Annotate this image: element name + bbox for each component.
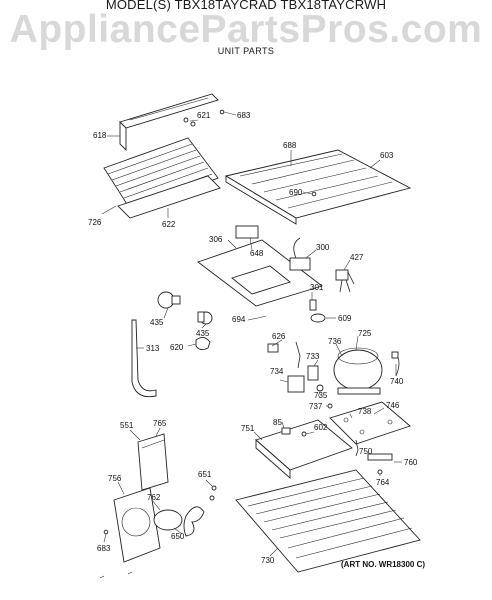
base-plate-746 (329, 401, 411, 445)
label-85: 85 (273, 418, 282, 427)
model-line: MODEL(S) TBX18TAYCRAD TBX18TAYCRWH (105, 0, 387, 12)
label-609: 609 (338, 314, 352, 323)
label-300: 300 (316, 243, 330, 252)
fittings-301 (247, 292, 336, 323)
label-435-right: 435 (196, 329, 210, 338)
label-688: 688 (283, 141, 297, 150)
label-735: 735 (314, 391, 328, 400)
label-750: 750 (359, 447, 373, 456)
art-number: (ART NO. WR18300 C) (341, 560, 425, 569)
label-726: 726 (88, 218, 102, 227)
label-683-top: 683 (237, 111, 251, 120)
label-603: 603 (380, 151, 394, 160)
section-title: UNIT PARTS (217, 46, 275, 56)
label-626: 626 (272, 332, 286, 341)
label-736: 736 (328, 337, 342, 346)
label-690: 690 (289, 188, 303, 197)
label-602: 602 (314, 423, 328, 432)
watermark-text: AppliancePartsPros.com (9, 8, 483, 51)
label-738: 738 (358, 407, 372, 416)
label-650: 650 (171, 532, 185, 541)
label-740: 740 (390, 377, 404, 386)
bulbs-435 (157, 291, 213, 351)
label-746: 746 (386, 401, 400, 410)
label-733: 733 (306, 352, 320, 361)
label-734: 734 (270, 367, 284, 376)
brackets-750 (355, 439, 402, 476)
label-551: 551 (120, 421, 134, 430)
drain-assembly-306 (197, 225, 355, 307)
fan-assembly-756 (99, 479, 217, 579)
label-313: 313 (146, 344, 160, 353)
tray-603 (224, 149, 412, 225)
label-725: 725 (358, 329, 372, 338)
label-306: 306 (209, 235, 223, 244)
label-683-bottom: 683 (97, 544, 111, 553)
label-730: 730 (261, 556, 275, 565)
label-648: 648 (250, 249, 264, 258)
label-435-left: 435 (150, 318, 164, 327)
label-301: 301 (310, 283, 324, 292)
label-621: 621 (197, 111, 211, 120)
label-618: 618 (93, 131, 107, 140)
bracket-618 (107, 93, 237, 152)
label-737: 737 (309, 402, 323, 411)
compressor-725 (267, 335, 400, 409)
label-764: 764 (376, 478, 390, 487)
cover-765 (129, 427, 169, 491)
label-756: 756 (108, 474, 122, 483)
label-651: 651 (198, 470, 212, 479)
label-751: 751 (241, 424, 255, 433)
label-694: 694 (232, 315, 246, 324)
label-620: 620 (170, 343, 184, 352)
label-760: 760 (404, 458, 418, 467)
water-pan-751 (253, 419, 353, 479)
condenser-726 (101, 137, 221, 219)
drain-tube-313 (131, 319, 157, 398)
label-427: 427 (350, 253, 364, 262)
label-762: 762 (147, 493, 161, 502)
base-730 (235, 469, 421, 573)
page-header: AppliancePartsPros.com MODEL(S) TBX18TAY… (0, 0, 492, 60)
label-765: 765 (153, 419, 167, 428)
label-622: 622 (162, 220, 176, 229)
